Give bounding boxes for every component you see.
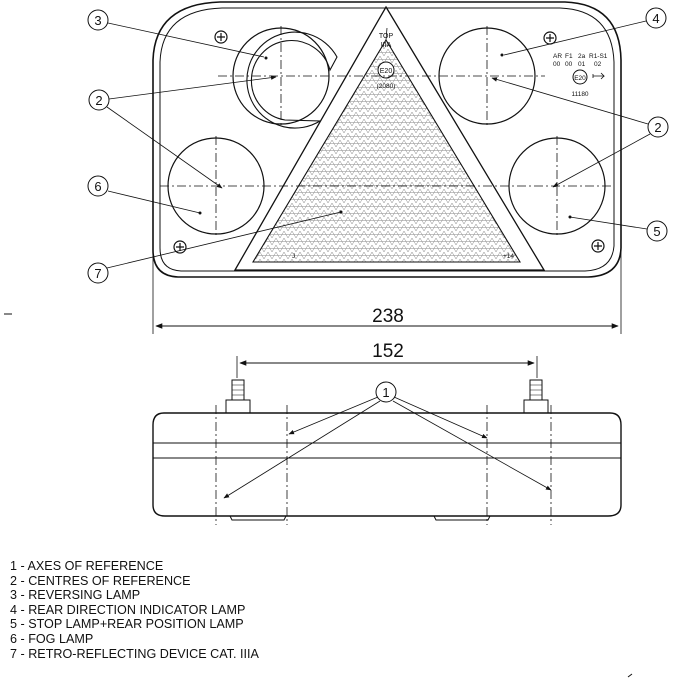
marking-codes-row2: 00 00 01 02 (553, 61, 602, 68)
mounting-stud-left (225, 379, 251, 414)
svg-text:4: 4 (652, 11, 659, 26)
callout-6: 6 (87, 175, 201, 214)
legend-item: 4 - REAR DIRECTION INDICATOR LAMP (10, 602, 246, 617)
marking-top: TOP (379, 33, 394, 40)
legend-item: 7 - RETRO-REFLECTING DEVICE CAT. IIIA (10, 646, 259, 661)
marking-codes-row1: AR F1 2a R1-S1 (553, 53, 608, 60)
svg-text:7: 7 (94, 266, 101, 281)
callout-1: 1 (223, 381, 552, 499)
e-mark: E20 (574, 75, 586, 82)
callout-2-right: 2 (491, 77, 669, 188)
svg-text:6: 6 (94, 179, 101, 194)
callout-5: 5 (569, 216, 668, 242)
callout-7: 7 (87, 211, 342, 284)
side-body-outline (152, 412, 622, 517)
svg-text:2: 2 (654, 120, 661, 135)
dimension-mount-spacing: 152 (236, 341, 538, 378)
svg-text:1: 1 (382, 385, 389, 400)
screw-icon (214, 30, 228, 44)
side-reference-axes (215, 405, 552, 525)
svg-text:2: 2 (95, 93, 102, 108)
callout-3: 3 (87, 9, 265, 58)
approval-number: (2080) (377, 83, 396, 90)
code-r1s1: R1-S1 (589, 53, 608, 60)
side-foot (433, 515, 491, 521)
code-00b: 00 (565, 61, 573, 68)
legend-item: 5 - STOP LAMP+REAR POSITION LAMP (10, 617, 244, 632)
dimension-overall-width: 238 (152, 250, 622, 334)
code-01: 01 (578, 61, 586, 68)
dimension-value: 152 (372, 341, 404, 362)
code-f1: F1 (565, 53, 573, 60)
code-00a: 00 (553, 61, 561, 68)
marking-class: IIIA (381, 42, 392, 49)
housing-outline (152, 1, 622, 278)
reflector-triangle (233, 5, 546, 271)
approval-circle (377, 61, 395, 79)
callout-4: 4 (503, 7, 667, 56)
lamp-3-reversing (232, 27, 338, 129)
marking-small-right: +14 (503, 253, 514, 260)
svg-text:3: 3 (94, 13, 101, 28)
corner-mark (627, 673, 633, 678)
lamp-side-view (152, 379, 622, 525)
legend-item: 1 - AXES OF REFERENCE (10, 559, 164, 573)
marking-number: 11180 (571, 91, 588, 98)
legend: 1 - AXES OF REFERENCE 2 - CENTRES OF REF… (10, 559, 259, 661)
callout-2-left: 2 (88, 75, 277, 189)
dimension-value: 238 (372, 306, 404, 327)
legend-item: 2 - CENTRES OF REFERENCE (10, 573, 191, 588)
screw-icon (173, 240, 187, 254)
mounting-stud-right (523, 379, 549, 414)
screw-icon (591, 239, 605, 253)
e-mark-circle (572, 69, 588, 85)
side-foot (229, 515, 287, 521)
svg-text:5: 5 (653, 224, 660, 239)
code-02: 02 (594, 61, 602, 68)
lamp-front-view: TOP IIIA E20 (2080) AR F1 2a R1-S1 00 00… (152, 1, 622, 278)
legend-item: 3 - REVERSING LAMP (10, 588, 141, 603)
code-2a: 2a (578, 53, 586, 60)
legend-item: 6 - FOG LAMP (10, 631, 94, 646)
screw-icon (543, 31, 557, 45)
code-ar: AR (553, 53, 562, 60)
marking-small-left: J (292, 253, 295, 260)
approval-mark: E20 (380, 68, 393, 75)
arrow-right-icon (592, 72, 605, 80)
